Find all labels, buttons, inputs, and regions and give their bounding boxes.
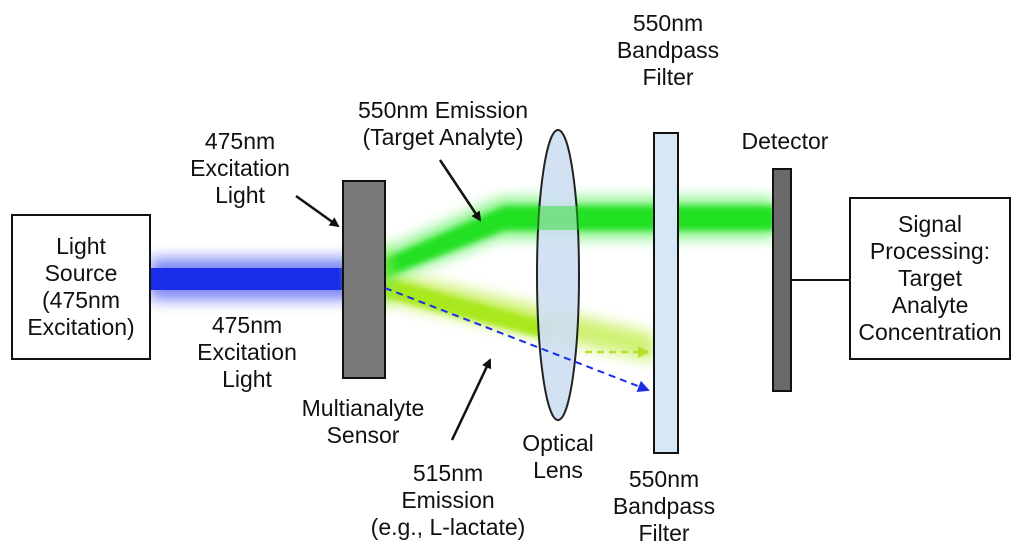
signal-line-4: Analyte: [891, 292, 969, 318]
signal-line-1: Signal: [898, 211, 962, 237]
filter-top-line-3: Filter: [642, 64, 694, 90]
excitation-top-line-1: 475nm: [204, 128, 276, 154]
light-source-box: Light Source (475nm Excitation): [11, 214, 151, 360]
lens-line-2: Lens: [533, 457, 583, 483]
light-source-line-1: Light: [56, 233, 106, 259]
excitation-bottom-line-3: Light: [222, 366, 272, 392]
light-source-line-4: Excitation): [27, 314, 135, 340]
light-source-line-3: (475nm: [42, 287, 120, 313]
lens-label: Optical Lens: [508, 430, 608, 484]
emission-550-line-1: 550nm Emission: [357, 97, 529, 123]
lens-line-1: Optical: [522, 430, 594, 456]
emission-550-line-2: (Target Analyte): [362, 124, 524, 150]
excitation-top-line-2: Excitation: [190, 155, 290, 181]
bandpass-filter: [653, 132, 679, 454]
signal-processing-box: Signal Processing: Target Analyte Concen…: [849, 197, 1011, 360]
green-beam-lens-overlay: [537, 206, 579, 230]
detector-label: Detector: [725, 128, 845, 155]
sensor-label: Multianalyte Sensor: [288, 395, 438, 449]
emission-515-line-2: Emission: [401, 487, 495, 513]
signal-line-2: Processing:: [869, 238, 991, 264]
filter-top-line-1: 550nm: [632, 10, 704, 36]
blue-excitation-beam: [150, 258, 365, 300]
emission-515-label: 515nm Emission (e.g., L-lactate): [358, 460, 538, 541]
emission-550-label: 550nm Emission (Target Analyte): [348, 97, 538, 151]
excitation-bottom-line-1: 475nm: [211, 312, 283, 338]
emission-550-callout-arrow: [438, 159, 482, 222]
sensor-line-2: Sensor: [326, 422, 400, 448]
filter-bottom-line-1: 550nm: [628, 466, 700, 492]
sensor-line-1: Multianalyte: [301, 395, 425, 421]
detector-label-text: Detector: [741, 128, 829, 154]
emission-515-line-1: 515nm: [412, 460, 484, 486]
excitation-top-line-3: Light: [215, 182, 265, 208]
excitation-callout-arrow: [295, 194, 340, 228]
excitation-bottom-line-2: Excitation: [197, 339, 297, 365]
light-source-line-2: Source: [44, 260, 118, 286]
filter-bottom-label: 550nm Bandpass Filter: [609, 466, 719, 547]
emission-515-callout-arrow: [450, 358, 492, 441]
excitation-bottom-label: 475nm Excitation Light: [182, 312, 312, 393]
signal-line-5: Concentration: [858, 319, 1002, 345]
filter-bottom-line-3: Filter: [638, 520, 690, 546]
signal-line-3: Target: [898, 265, 962, 291]
filter-top-label: 550nm Bandpass Filter: [613, 10, 723, 91]
filter-bottom-line-2: Bandpass: [612, 493, 716, 519]
emission-515-line-3: (e.g., L-lactate): [370, 514, 526, 540]
optical-lens: [536, 129, 580, 421]
multianalyte-sensor: [342, 180, 386, 379]
filter-top-line-2: Bandpass: [616, 37, 720, 63]
excitation-top-label: 475nm Excitation Light: [175, 128, 305, 209]
yellow-green-emission-beam: [378, 268, 655, 362]
detector: [772, 168, 792, 392]
